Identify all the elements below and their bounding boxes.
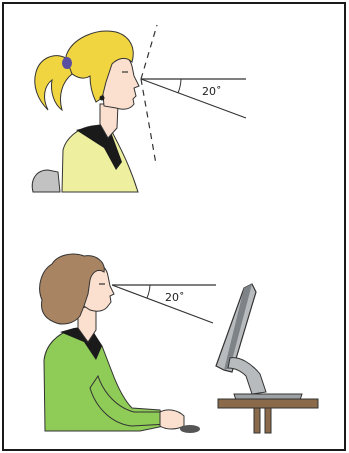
hand <box>160 410 184 429</box>
computer-mouse <box>180 425 200 433</box>
top-angle-label: 20˚ <box>202 85 222 98</box>
earring <box>100 96 105 101</box>
hair-tie <box>62 57 72 69</box>
bottom-angle-label: 20˚ <box>165 291 185 304</box>
desk-leg-right <box>265 408 271 433</box>
desk-leg-left <box>254 408 260 433</box>
desk-top <box>218 399 318 408</box>
